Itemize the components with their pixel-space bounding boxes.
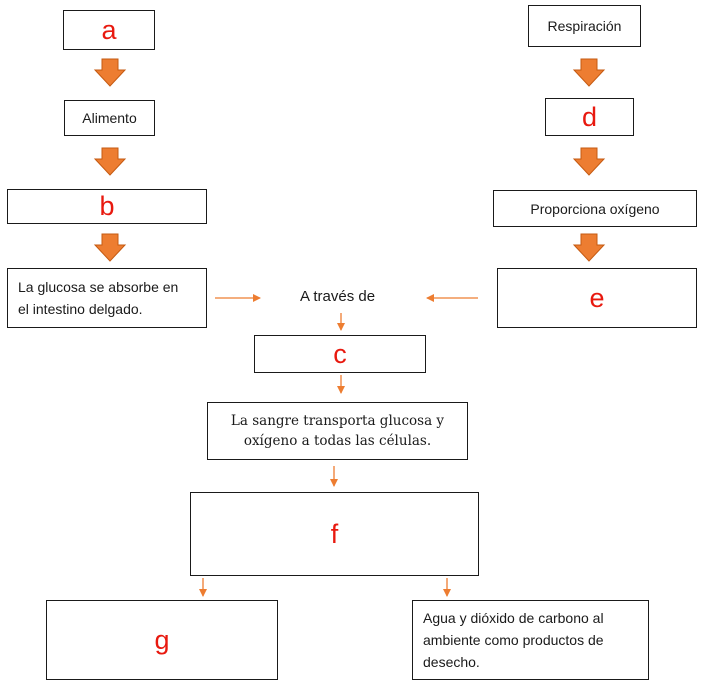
box-proporciona-text: Proporciona oxígeno xyxy=(530,200,660,217)
connector-label: A través de xyxy=(300,288,376,305)
box-g: g xyxy=(46,600,278,680)
block-arrow-proporciona-to-e xyxy=(572,233,606,262)
box-alimento-text: Alimento xyxy=(82,110,137,126)
box-sangre-line-1: La sangre transporta glucosa y xyxy=(230,413,445,429)
box-agua-text: Agua y dióxido de carbono al ambiente co… xyxy=(423,607,604,673)
box-sangre: La sangre transporta glucosa y oxígeno a… xyxy=(207,402,468,460)
box-proporciona: Proporciona oxígeno xyxy=(493,190,697,227)
box-a-letter: a xyxy=(101,14,117,45)
box-sangre-text: La sangre transporta glucosa y oxígeno a… xyxy=(231,411,444,451)
box-agua-line-3: desecho. xyxy=(423,654,480,670)
box-d-letter: d xyxy=(581,101,598,132)
box-glucosa-line-1: La glucosa se absorbe en xyxy=(18,279,179,295)
box-d: d xyxy=(545,98,634,136)
box-respiracion-text: Respiración xyxy=(547,18,622,34)
block-arrow-a-to-alimento xyxy=(93,58,127,87)
box-b: b xyxy=(7,189,207,224)
box-c-letter: c xyxy=(333,338,347,369)
box-agua-line-2: ambiente como productos de xyxy=(423,632,604,648)
box-respiracion: Respiración xyxy=(528,5,641,47)
block-arrow-b-to-glucosa xyxy=(93,233,127,262)
box-g-letter: g xyxy=(154,624,170,655)
box-e: e xyxy=(497,268,697,328)
box-b-letter: b xyxy=(99,191,115,221)
box-f: f xyxy=(190,492,479,576)
box-alimento: Alimento xyxy=(64,100,155,136)
box-f-letter: f xyxy=(330,518,339,549)
box-glucosa: La glucosa se absorbe en el intestino de… xyxy=(7,268,207,328)
box-a: a xyxy=(63,10,155,50)
box-c: c xyxy=(254,335,426,373)
box-agua: Agua y dióxido de carbono al ambiente co… xyxy=(412,600,649,680)
block-arrow-d-to-proporciona xyxy=(572,147,606,176)
box-agua-line-1: Agua y dióxido de carbono al xyxy=(423,610,604,626)
box-glucosa-text: La glucosa se absorbe en el intestino de… xyxy=(18,276,178,320)
box-sangre-line-2: oxígeno a todas las células. xyxy=(243,433,432,449)
block-arrow-alimento-to-b xyxy=(93,147,127,176)
box-glucosa-line-2: el intestino delgado. xyxy=(18,301,143,317)
block-arrow-respiracion-to-d xyxy=(572,58,606,87)
box-e-letter: e xyxy=(589,282,605,313)
